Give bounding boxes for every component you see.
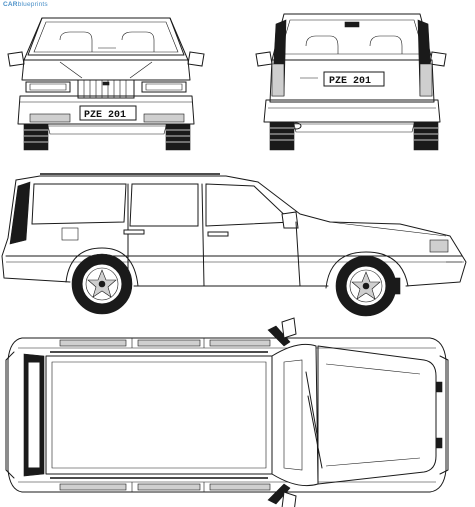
top-view <box>5 317 449 507</box>
front-license-plate <box>79 105 137 121</box>
front-view: PZE 201 <box>7 17 205 151</box>
side-view <box>1 173 467 317</box>
side-front-wheel <box>335 255 397 317</box>
front-plate-text: PZE 201 <box>84 110 126 121</box>
rear-plate-text: PZE 201 <box>329 76 371 87</box>
side-rear-wheel <box>71 253 133 315</box>
watermark-logo: CARblueprints <box>3 1 48 8</box>
rear-license-plate <box>323 71 385 87</box>
watermark-site: blueprints <box>17 1 48 8</box>
watermark-brand: CAR <box>3 1 18 8</box>
rear-view: PZE 201 <box>255 13 447 151</box>
